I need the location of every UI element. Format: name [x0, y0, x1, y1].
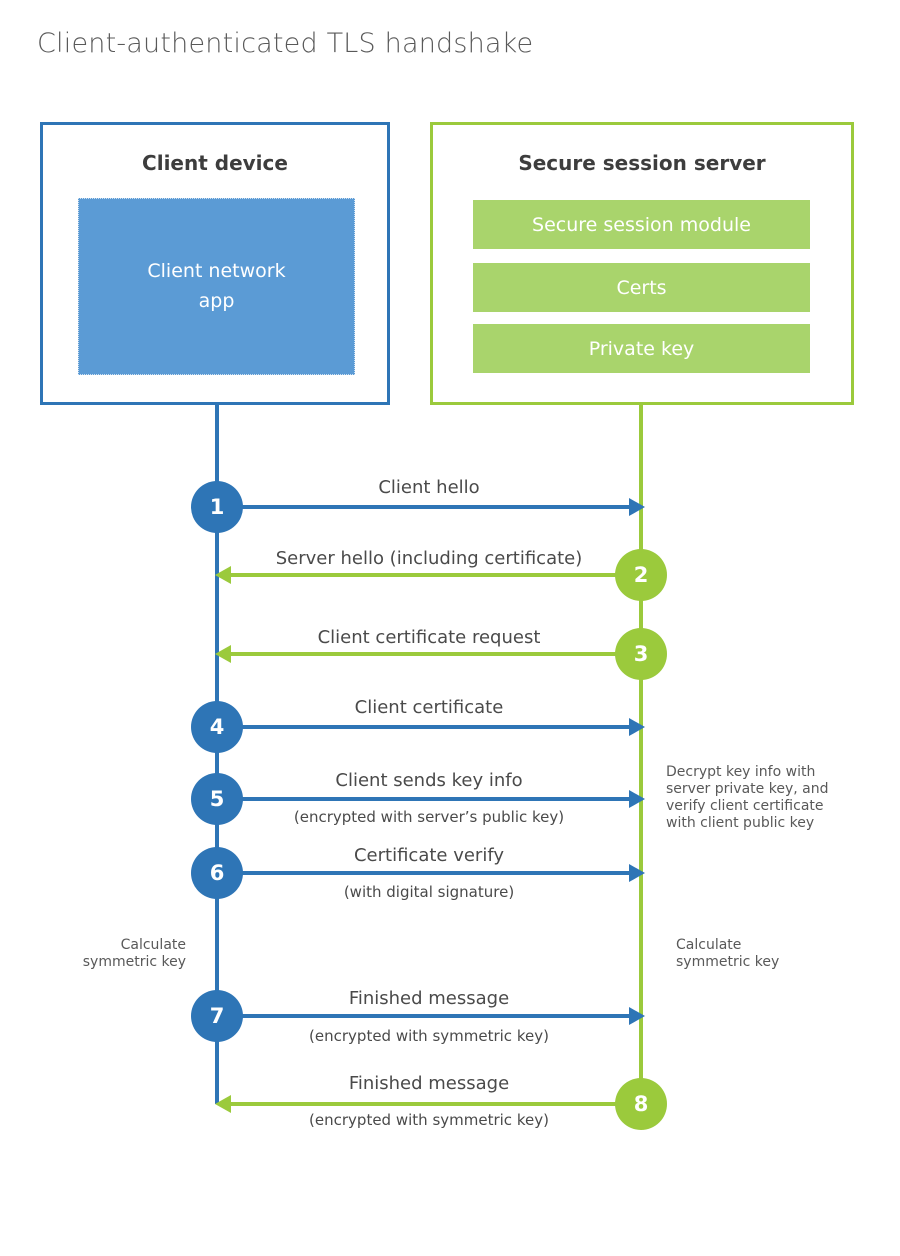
message-label: Client certificate request — [317, 627, 541, 648]
arrowhead-right-icon — [629, 864, 645, 882]
server-decrypt-note: Decrypt key info with server private key… — [666, 764, 829, 831]
step-number-badge: 5 — [191, 773, 243, 825]
message-label: Finished message — [348, 988, 510, 1009]
client-device-title: Client device — [142, 151, 288, 175]
arrow-line — [219, 505, 629, 509]
step-number-badge: 8 — [615, 1078, 667, 1130]
arrowhead-left-icon — [215, 645, 231, 663]
step-number-badge: 3 — [615, 628, 667, 680]
arrow-line — [219, 871, 629, 875]
arrowhead-right-icon — [629, 790, 645, 808]
message-label: Client hello — [378, 477, 480, 498]
client-calculate-note: Calculate symmetric key — [82, 937, 186, 970]
arrowhead-right-icon — [629, 498, 645, 516]
server-module-certs: Certs — [473, 263, 810, 312]
server-lifeline — [639, 405, 643, 1104]
page-title: Client-authenticated TLS handshake — [37, 28, 534, 59]
client-lifeline — [215, 405, 219, 1104]
arrowhead-right-icon — [629, 1007, 645, 1025]
message-sublabel: (encrypted with symmetric key) — [309, 1111, 549, 1129]
message-sublabel: (encrypted with server’s public key) — [293, 808, 565, 826]
secure-session-server-title: Secure session server — [518, 151, 766, 175]
arrow-line — [219, 1014, 629, 1018]
message-label: Client certificate — [354, 697, 504, 718]
step-number-badge: 4 — [191, 701, 243, 753]
arrow-line — [219, 797, 629, 801]
arrow-line — [231, 652, 641, 656]
message-label: Certificate verify — [353, 845, 505, 866]
step-number-badge: 7 — [191, 990, 243, 1042]
step-number-badge: 2 — [615, 549, 667, 601]
message-label: Finished message — [348, 1073, 510, 1094]
arrow-line — [231, 1102, 641, 1106]
message-label: Server hello (including certificate) — [275, 548, 583, 569]
message-sublabel: (with digital signature) — [343, 883, 515, 901]
arrowhead-left-icon — [215, 1095, 231, 1113]
message-label: Client sends key info — [335, 770, 523, 791]
server-module-secure-session: Secure session module — [473, 200, 810, 249]
step-number-badge: 1 — [191, 481, 243, 533]
arrowhead-left-icon — [215, 566, 231, 584]
arrow-line — [231, 573, 641, 577]
client-network-app-box: Client network app — [78, 198, 355, 375]
message-sublabel: (encrypted with symmetric key) — [309, 1027, 549, 1045]
server-module-private-key: Private key — [473, 324, 810, 373]
server-calculate-note: Calculate symmetric key — [676, 937, 780, 970]
arrowhead-right-icon — [629, 718, 645, 736]
step-number-badge: 6 — [191, 847, 243, 899]
arrow-line — [219, 725, 629, 729]
